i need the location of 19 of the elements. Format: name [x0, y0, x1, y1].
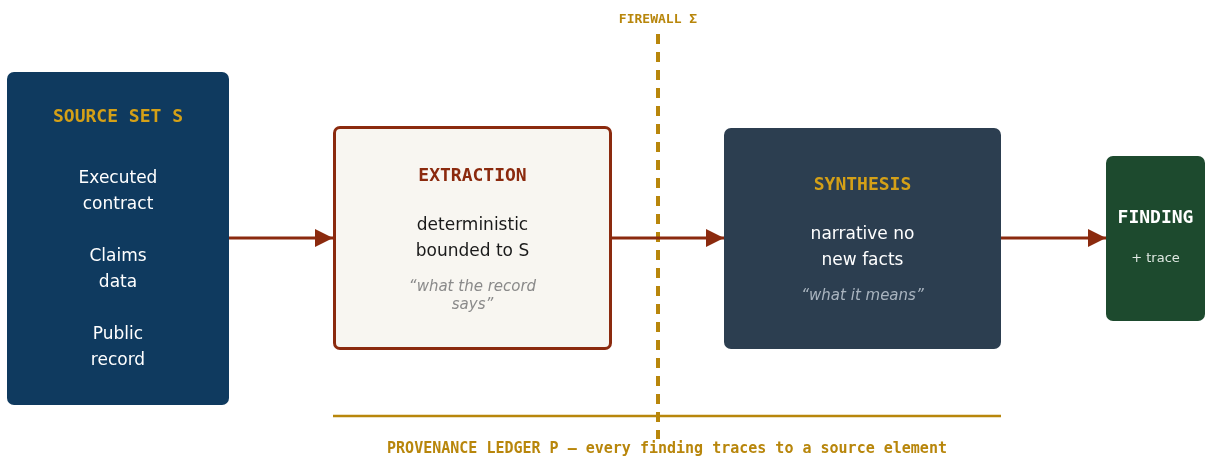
source-item: Executed contract [78, 166, 158, 215]
source-item: Public record [90, 322, 146, 371]
source-item: Claims data [89, 244, 147, 293]
source-set-box [7, 72, 229, 405]
section-heading: SYNTHESIS [813, 173, 912, 194]
process-box [724, 128, 1001, 349]
quote-text: “what it means” [801, 286, 924, 304]
arrow [229, 229, 333, 247]
output-box [1106, 156, 1205, 321]
arrow [1001, 229, 1106, 247]
process-description: narrative no new facts [809, 222, 916, 271]
quote-text: “what the record says” [407, 276, 538, 313]
section-heading: FINDING [1117, 206, 1194, 227]
section-heading: EXTRACTION [418, 163, 527, 185]
output-description: + trace [1131, 249, 1180, 267]
arrow [612, 229, 724, 247]
process-box [333, 126, 612, 350]
process-description: deterministic bounded to S [414, 212, 531, 262]
section-heading: SOURCE SET S [52, 105, 183, 126]
